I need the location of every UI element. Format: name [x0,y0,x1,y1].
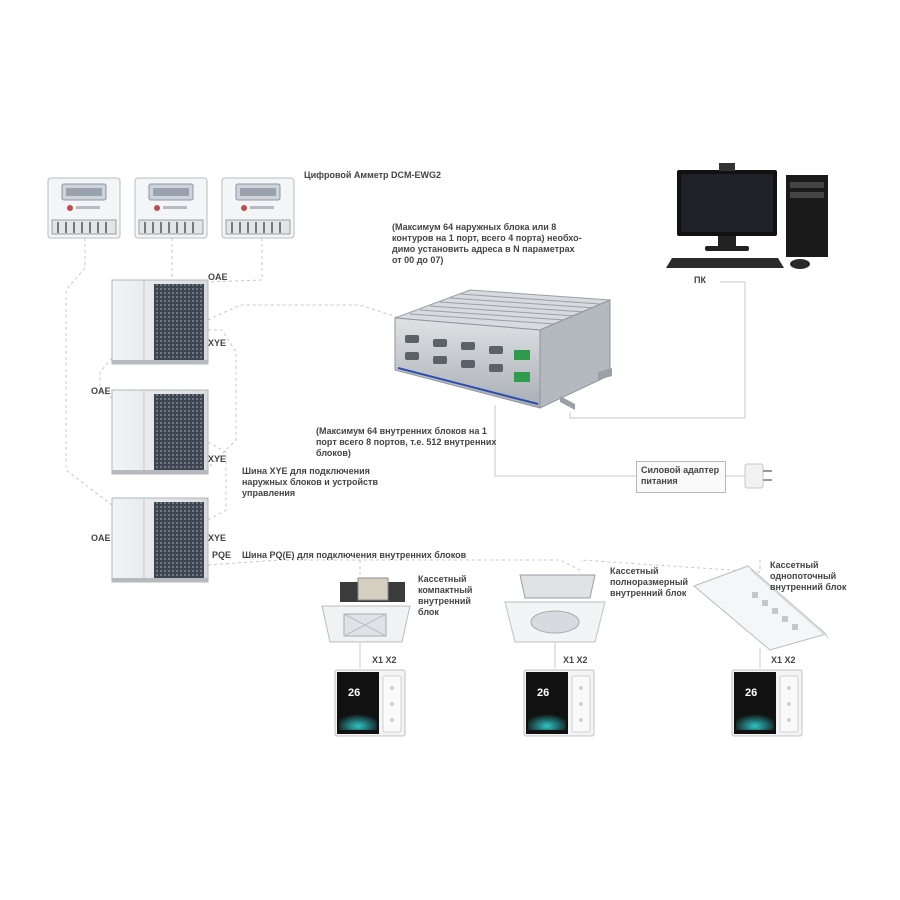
ammeter-1 [47,177,121,239]
indoor-unit-single [693,565,830,651]
cassette-single-label: Кассетный однопоточный внутренний блок [770,560,847,592]
thermostat-2 [523,669,595,737]
power-adapter-box: Силовой адаптер питания [636,461,726,493]
cassette-compact-label: Кассетный компактный внутренний блок [418,574,473,617]
xye-label-3: XYE [208,533,227,543]
pc-label: ПК [694,275,706,285]
indoor-unit-compact [321,577,411,643]
x1x2-label-2: X1 X2 [563,655,588,665]
power-adapter-label: Силовой адаптер питания [641,465,720,486]
gateway-indoor-note: (Максимум 64 внутренних блоков на 1 порт… [316,426,497,458]
oae-label-1: OAE [208,272,228,282]
thermostat-temp-2: 26 [537,687,550,699]
xye-label-2: XYE [208,454,227,464]
cassette-full-label: Кассетный полноразмерный внутренний блок [610,566,689,598]
thermostat-temp-1: 26 [348,687,361,699]
oae-label-3: OAE [91,533,111,543]
xye-label-1: XYE [208,338,227,348]
xye-bus-label: Шина XYE для подключения наружных блоков… [242,466,378,498]
ammeter-label: Цифровой Амметр DCM-EWG2 [304,170,442,180]
x1x2-label-3: X1 X2 [771,655,796,665]
outdoor-unit-1 [111,279,209,365]
solid-lines [359,281,761,668]
oae-label-2: OAE [91,386,111,396]
gateway-outdoor-note: (Максимум 64 наружных блока или 8 контур… [392,222,582,265]
thermostat-temp-3: 26 [745,687,758,699]
gateway-device [394,289,612,410]
thermostat-1 [334,669,406,737]
thermostat-3 [731,669,803,737]
x1x2-label-1: X1 X2 [372,655,397,665]
ammeter-3 [221,177,295,239]
outdoor-unit-3 [111,497,209,583]
indoor-unit-full [504,574,606,643]
pc [666,163,828,269]
pqe-bus-label: Шина PQ(E) для подключения внутренних бл… [242,550,467,560]
ammeter-2 [134,177,208,239]
outdoor-unit-2 [111,389,209,475]
power-plug-icon [744,463,772,489]
connection-lines [65,238,761,575]
pqe-label: PQE [212,550,232,560]
